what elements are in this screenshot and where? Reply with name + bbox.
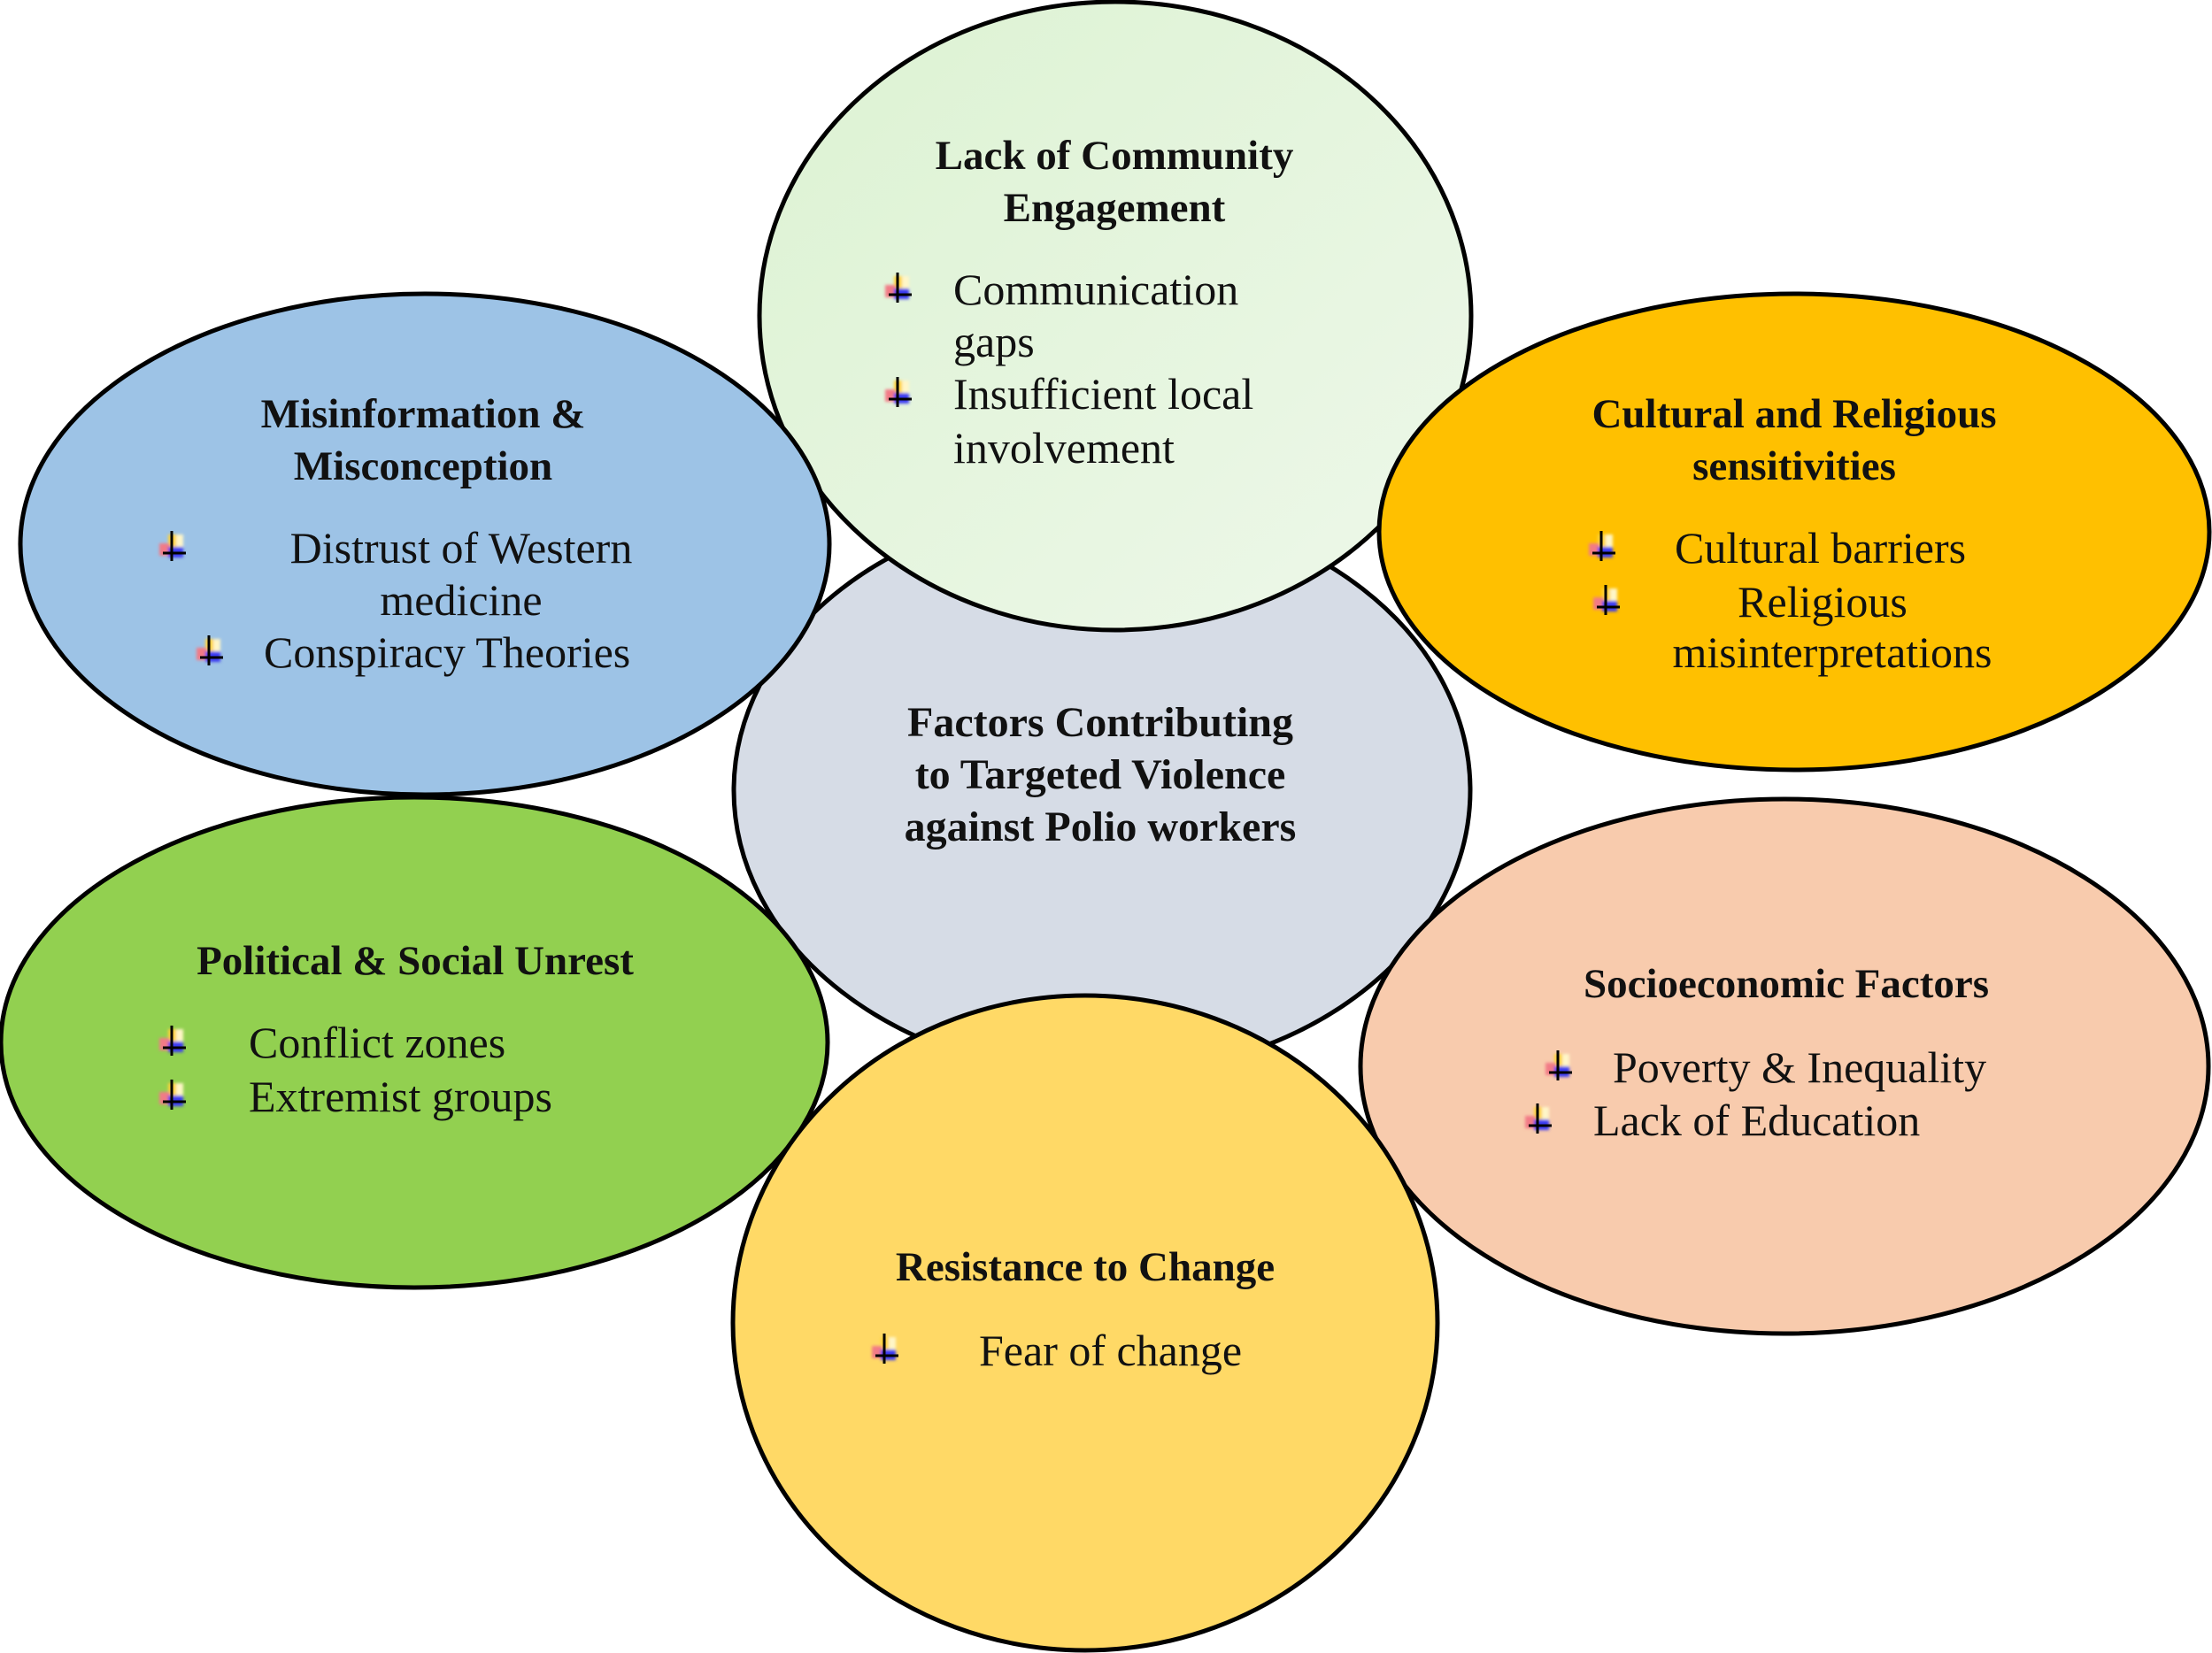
bullet-icon [159,531,186,561]
node-item-text: Lack of Education [1593,1096,1920,1145]
node-item-text: Distrust of Western [290,523,633,573]
node-item-text: medicine [380,575,542,625]
node-title-line: Socioeconomic Factors [1584,961,1989,1007]
node-title-line: Misinformation & [261,391,586,437]
bullet-icon [885,273,912,303]
bullet-icon [159,1080,186,1110]
bullet-icon [1525,1103,1552,1134]
node-political-social: Political & Social Unrest Conflict zones… [159,938,634,1121]
node-ellipse-cultural-religious [1376,291,2212,773]
node-title-line: Resistance to Change [896,1244,1275,1290]
bullet-icon [872,1334,898,1364]
node-title-line: Political & Social Unrest [197,938,634,984]
node-item-text: Fear of change [979,1326,1242,1375]
node-ellipse-political-social [0,795,830,1290]
node-item-text: involvement [953,423,1175,473]
node-ellipse-misinformation [18,291,832,797]
node-ellipse-resistance-change [730,993,1440,1653]
bullet-icon [1589,531,1615,561]
node-socioeconomic: Socioeconomic Factors Poverty & Inequali… [1525,961,1989,1145]
node-ellipse-socioeconomic [1358,796,2211,1336]
center-title-line: against Polio workers [905,803,1297,850]
node-item-text: Conflict zones [249,1018,505,1067]
bullet-icon [159,1026,186,1056]
bullet-icon [1545,1050,1572,1080]
node-item-text: Cultural barriers [1675,523,1966,573]
node-resistance-change: Resistance to Change Fear of change [872,1244,1275,1375]
bullet-icon [1593,585,1620,615]
node-title-line: sensitivities [1692,443,1896,489]
node-community-engagement: Lack of Community Engagement Communicati… [885,133,1294,473]
node-title-line: Engagement [1004,185,1226,231]
bullet-icon [197,635,223,665]
node-item-text: misinterpretations [1672,627,1992,677]
center-title-line: to Targeted Violence [915,751,1286,798]
node-item-text: Extremist groups [249,1072,552,1121]
node-title-line: Cultural and Religious [1592,391,1996,437]
node-item-text: Religious [1738,577,1908,627]
node-misinformation: Misinformation & Misconception Distrust … [159,391,632,677]
center-title: Factors Contributing to Targeted Violenc… [905,699,1297,850]
bullet-icon [885,377,912,407]
node-item-text: Poverty & Inequality [1613,1042,1986,1092]
node-item-text: gaps [953,317,1035,366]
node-item-text: Conspiracy Theories [264,627,630,677]
node-title-line: Misconception [294,443,552,489]
node-item-text: Communication [953,265,1238,314]
node-ellipse-community-engagement [757,0,1474,633]
center-title-line: Factors Contributing [907,699,1293,746]
node-title-line: Lack of Community [936,133,1294,179]
node-item-text: Insufficient local [953,369,1253,419]
node-cultural-religious: Cultural and Religious sensitivities Cul… [1589,391,1997,677]
